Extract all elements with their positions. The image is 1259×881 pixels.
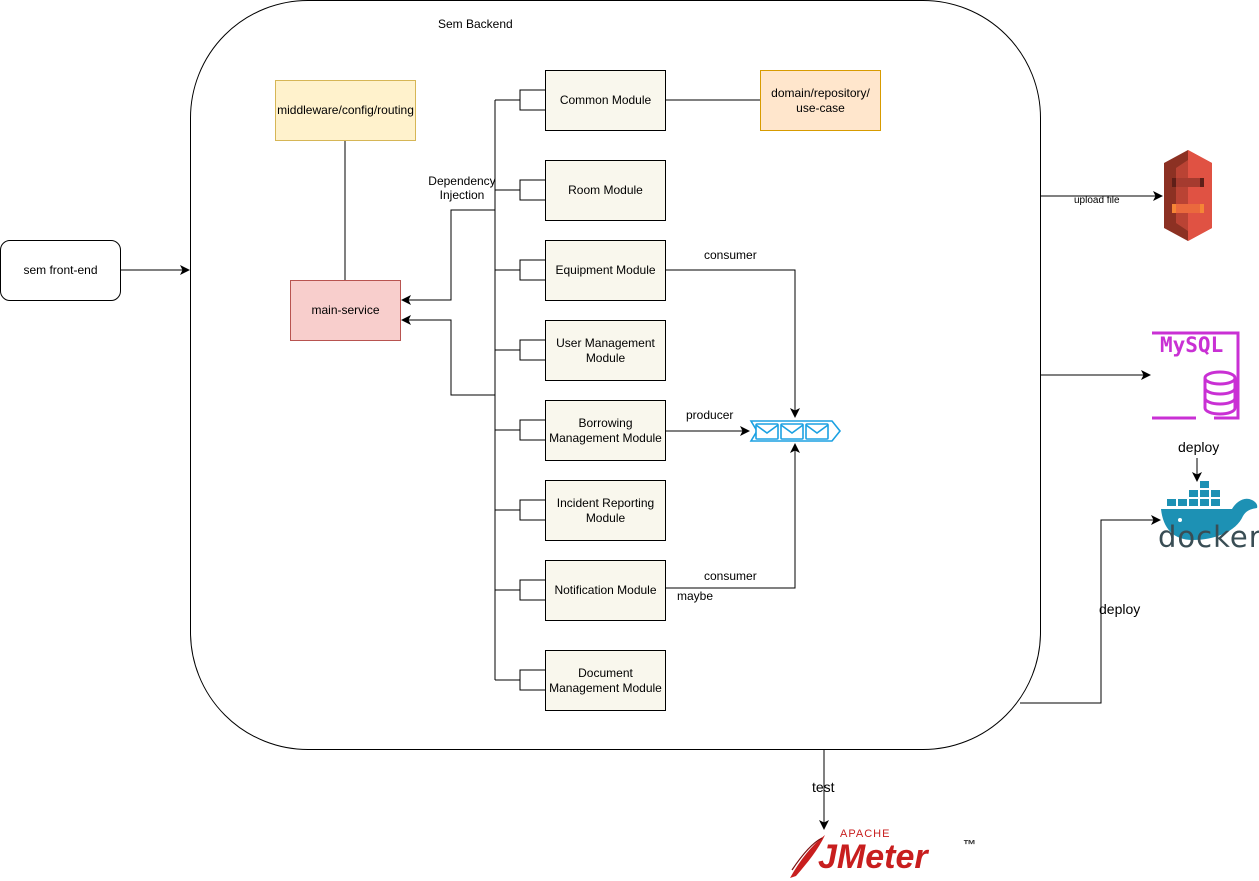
di-edge-lower (401, 315, 495, 396)
upload-file-label: upload file (1074, 195, 1120, 206)
mysql-icon (1152, 331, 1240, 420)
jmeter-tm-mark: ™ (963, 837, 976, 852)
incident-reporting-module-node[interactable]: Incident Reporting Module (545, 480, 666, 541)
message-queue-icon (749, 420, 842, 442)
equipment-consumer-edge (665, 269, 800, 418)
jmeter-logo-text: JMeter (818, 838, 928, 876)
module-port-brackets (495, 89, 545, 691)
borrowing-management-module-node[interactable]: Borrowing Management Module (545, 400, 666, 461)
consumer-label-top: consumer (704, 248, 757, 262)
maybe-label: maybe (677, 589, 714, 603)
deploy-mysql-label: deploy (1178, 439, 1220, 455)
backend-deploy-edge (1020, 515, 1161, 704)
consumer-label-bottom: consumer (704, 569, 757, 583)
frontend-node[interactable]: sem front-end (0, 240, 121, 301)
middleware-node[interactable]: middleware/config/routing (275, 80, 416, 141)
mysql-logo-text: MySQL (1160, 333, 1224, 357)
equipment-module-node[interactable]: Equipment Module (545, 240, 666, 301)
s3-bucket-icon (1164, 150, 1212, 241)
user-management-module-node[interactable]: User Management Module (545, 320, 666, 381)
backend-title: Sem Backend (438, 17, 513, 31)
room-module-node[interactable]: Room Module (545, 160, 666, 221)
dependency-injection-label: Dependency Injection (428, 174, 496, 202)
notification-module-node[interactable]: Notification Module (545, 560, 666, 621)
jmeter-feather-icon (790, 835, 825, 878)
test-label: test (812, 779, 835, 795)
document-management-module-node[interactable]: Document Management Module (545, 650, 666, 711)
jmeter-apache-text: APACHE (840, 828, 891, 840)
main-service-node[interactable]: main-service (290, 280, 401, 341)
docker-whale-icon (1161, 481, 1258, 540)
deploy-backend-label: deploy (1099, 601, 1141, 617)
di-edge-upper (401, 209, 495, 305)
notification-consumer-edge (665, 443, 800, 589)
docker-logo-text: docker (1158, 520, 1259, 554)
producer-label: producer (686, 408, 734, 422)
common-module-node[interactable]: Common Module (545, 70, 666, 131)
domain-node[interactable]: domain/repository/ use-case (760, 70, 881, 131)
